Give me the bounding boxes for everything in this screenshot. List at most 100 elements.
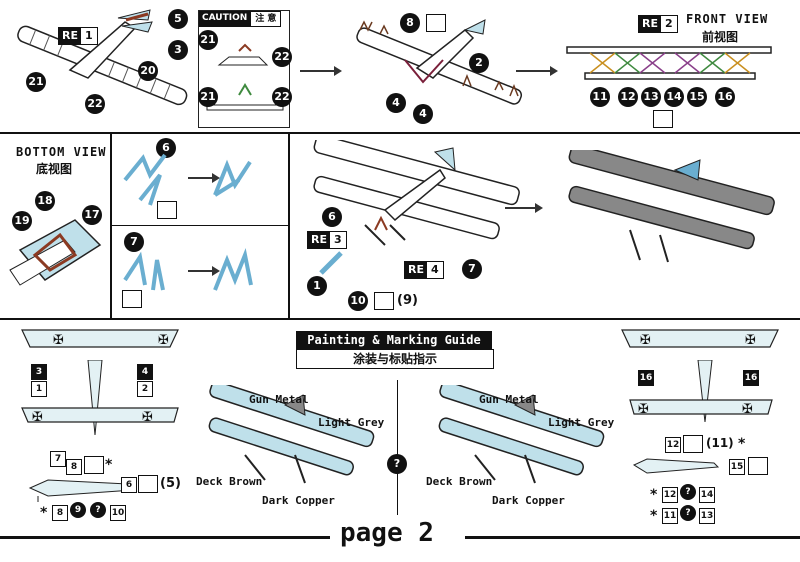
front-callout-11: 11 <box>590 87 610 107</box>
decal-star-right: * <box>738 436 746 452</box>
front-callout-14: 14 <box>664 87 684 107</box>
caution-callout-22b: 22 <box>272 87 292 107</box>
svg-text:✠: ✠ <box>142 410 153 425</box>
strut-arrow-a <box>188 173 220 183</box>
decal-top-wing-right: ✠ ✠ <box>621 329 779 348</box>
label-dark-copper-right: Dark Copper <box>492 494 565 507</box>
bottom-callout-19: 19 <box>12 211 32 231</box>
decal-square-12: 12 <box>665 437 681 453</box>
decal-square-8: 8 <box>66 459 82 475</box>
decal-square-1: 1 <box>31 381 47 397</box>
caution-callout-22a: 22 <box>272 47 292 67</box>
strut-7-diagram <box>123 248 253 291</box>
strut-arrow-b <box>188 266 220 276</box>
decal-square-7: 7 <box>50 451 66 467</box>
svg-text:✠: ✠ <box>745 333 756 348</box>
callout-20: 20 <box>138 61 158 81</box>
decal-icon <box>426 14 446 32</box>
step2-diagram <box>356 19 523 105</box>
glue-icon <box>157 201 177 219</box>
footnote-r2-b: 13 <box>699 508 715 524</box>
bottom-callout-17: 17 <box>82 205 102 225</box>
decal-square-6: 6 <box>121 477 137 493</box>
step1-diagram <box>17 9 188 106</box>
divider-bottom-view <box>110 134 112 318</box>
paint-plane-left <box>208 385 375 484</box>
step2-callout-2: 2 <box>469 53 489 73</box>
strut-6-diagram <box>123 153 252 206</box>
strut-callout-6: 6 <box>156 138 176 158</box>
page-label: page 2 <box>340 518 434 548</box>
step-arrow-1 <box>300 66 342 76</box>
callout-5: 5 <box>168 9 188 29</box>
callout-3: 3 <box>168 40 188 60</box>
paren-5: (5) <box>160 476 181 491</box>
side-fuselage-right <box>632 458 720 474</box>
step4-callout-6: 6 <box>322 207 342 227</box>
front-view-diagram <box>566 46 772 80</box>
step-arrow-2 <box>516 66 558 76</box>
caution-title: CAUTION <box>199 11 251 27</box>
footnote-square-10: 10 <box>110 505 126 521</box>
painting-title-box: Painting & Marking Guide <box>296 331 492 349</box>
label-dark-copper-left: Dark Copper <box>262 494 335 507</box>
divider-strut-mid <box>112 225 288 226</box>
footer-line-left <box>0 536 330 539</box>
footnote-star-r2: * <box>650 508 658 524</box>
label-light-grey-left: Light Grey <box>318 416 385 429</box>
front-view-title: FRONT VIEW <box>686 12 769 26</box>
decal-icon <box>653 110 673 128</box>
svg-text:✠: ✠ <box>32 410 43 425</box>
step2-callout-4b: 4 <box>413 104 433 124</box>
bottom-view-title: BOTTOM VIEW <box>16 145 107 159</box>
front-callout-13: 13 <box>641 87 661 107</box>
footer-line-right <box>465 536 800 539</box>
svg-text:✠: ✠ <box>638 402 649 417</box>
decal-icon <box>374 292 394 310</box>
decal-icon <box>84 456 104 474</box>
footnote-star-r1: * <box>650 487 658 503</box>
paren-11: (11) <box>706 436 734 450</box>
glue-icon <box>122 290 142 308</box>
footnote-r2-q: ? <box>680 505 696 521</box>
label-gun-metal-left: Gun Metal <box>249 393 309 406</box>
bottom-view-diagram <box>9 219 102 286</box>
callout-21: 21 <box>26 72 46 92</box>
decal-icon <box>683 435 703 453</box>
front-callout-16: 16 <box>715 87 735 107</box>
caution-callout-21a: 21 <box>198 30 218 50</box>
footnote-callout-9: 9 <box>70 502 86 518</box>
decal-square-3: 3 <box>31 364 47 380</box>
svg-text:✠: ✠ <box>640 333 651 348</box>
step4-result-diagram <box>568 150 775 263</box>
step-arrow-4 <box>505 203 543 213</box>
decal-star-left: * <box>105 457 113 473</box>
caution-box: CAUTION 注 意 <box>198 10 290 128</box>
decal-square-4: 4 <box>137 364 153 380</box>
divider-strut-steps <box>288 134 290 318</box>
decal-square-16b: 16 <box>743 370 759 386</box>
label-gun-metal-right: Gun Metal <box>479 393 539 406</box>
divider-row1 <box>0 132 800 134</box>
footnote-star-left: * <box>40 505 48 521</box>
step4-callout-10: 10 <box>348 291 368 311</box>
footnote-r1-q: ? <box>680 484 696 500</box>
caution-callout-21b: 21 <box>198 87 218 107</box>
propeller-diagram <box>319 251 343 275</box>
caution-cn: 注 意 <box>250 11 282 27</box>
painting-title-cn: 涂装与标贴指示 <box>296 349 494 369</box>
front-callout-15: 15 <box>687 87 707 107</box>
footnote-callout-10: ? <box>90 502 106 518</box>
svg-text:✠: ✠ <box>742 402 753 417</box>
paint-divider <box>397 380 398 515</box>
callout-22: 22 <box>85 94 105 114</box>
front-view-title-cn: 前视图 <box>702 30 739 44</box>
step4-callout-7: 7 <box>462 259 482 279</box>
label-deck-brown-right: Deck Brown <box>426 475 493 488</box>
step2-callout-4a: 4 <box>386 93 406 113</box>
decal-icon <box>748 457 768 475</box>
decal-icon <box>138 475 158 493</box>
